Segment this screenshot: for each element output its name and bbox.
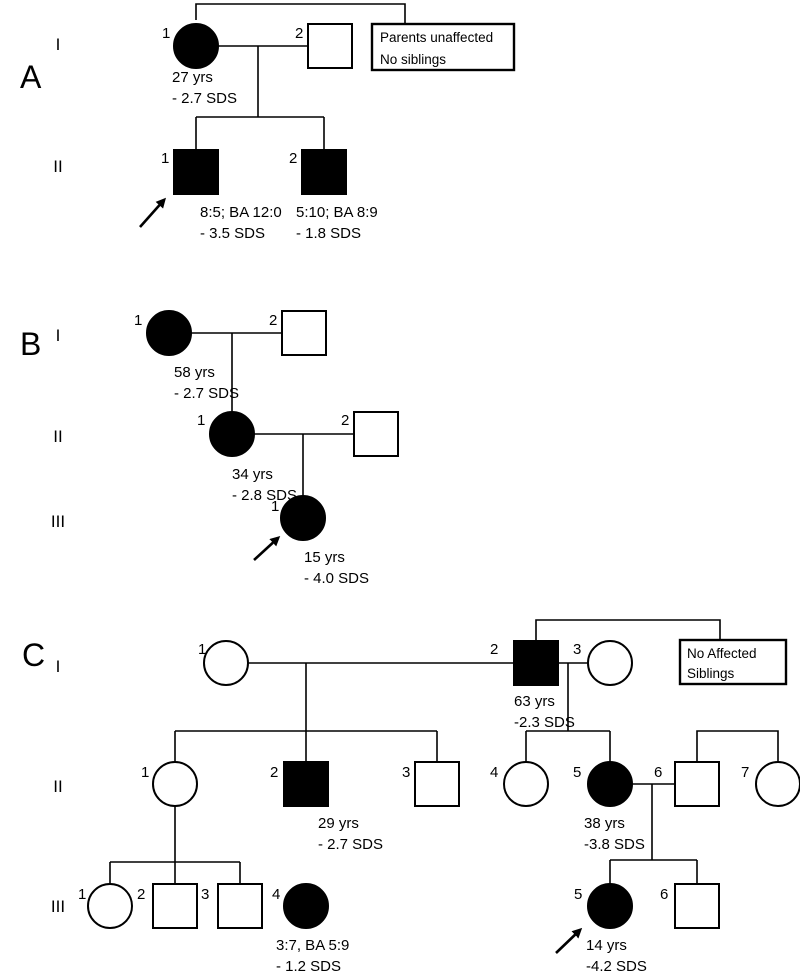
unaffected-female-symbol — [755, 761, 800, 807]
individual-info: -4.2 SDS — [586, 958, 647, 972]
individual-info: - 2.8 SDS — [232, 487, 297, 504]
unaffected-male-symbol — [281, 310, 327, 356]
individual-number: 6 — [660, 886, 668, 903]
individual-number: 5 — [574, 886, 582, 903]
individual-number: 1 — [162, 25, 170, 42]
individual-number: 2 — [269, 312, 277, 329]
unaffected-male-symbol — [152, 883, 198, 929]
individual-number: 1 — [271, 498, 279, 515]
individual-number: 2 — [137, 886, 145, 903]
individual-number: 6 — [654, 764, 662, 781]
individual-info: -2.3 SDS — [514, 714, 575, 731]
affected-male-symbol — [513, 640, 559, 686]
individual-info: 58 yrs — [174, 364, 215, 381]
individual-info: 29 yrs — [318, 815, 359, 832]
individual-info: - 2.7 SDS — [318, 836, 383, 853]
affected-male-symbol — [301, 149, 347, 195]
generation-label: I — [56, 326, 61, 345]
unaffected-female-symbol — [587, 640, 633, 686]
affected-male-symbol — [173, 149, 219, 195]
note-box — [370, 22, 516, 72]
individual-info: -3.8 SDS — [584, 836, 645, 853]
individual-number: 2 — [295, 25, 303, 42]
individual-info: 15 yrs — [304, 549, 345, 566]
individual-info: - 1.2 SDS — [276, 958, 341, 972]
individual-number: 4 — [272, 886, 280, 903]
individual-info: 63 yrs — [514, 693, 555, 710]
affected-female-symbol — [146, 310, 192, 356]
affected-male-symbol — [283, 761, 329, 807]
unaffected-male-symbol — [307, 23, 353, 69]
individual-number: 7 — [741, 764, 749, 781]
individual-number: 1 — [134, 312, 142, 329]
individual-info: 38 yrs — [584, 815, 625, 832]
generation-label: II — [53, 157, 62, 176]
unaffected-male-symbol — [674, 761, 720, 807]
panel-label-b: B — [20, 326, 41, 362]
individual-number: 1 — [141, 764, 149, 781]
affected-female-symbol — [283, 883, 329, 929]
note-text: No Affected — [687, 646, 757, 661]
individual-number: 2 — [341, 412, 349, 429]
individual-number: 2 — [270, 764, 278, 781]
individual-number: 1 — [161, 150, 169, 167]
individual-info: - 2.7 SDS — [172, 90, 237, 107]
individual-number: 3 — [573, 641, 581, 658]
affected-female-symbol — [587, 761, 633, 807]
affected-female-symbol — [280, 495, 326, 541]
individual-info: - 3.5 SDS — [200, 225, 265, 242]
generation-label: I — [56, 35, 61, 54]
unaffected-female-symbol — [152, 761, 198, 807]
unaffected-female-symbol — [503, 761, 549, 807]
generation-label: III — [51, 512, 65, 531]
unaffected-male-symbol — [414, 761, 460, 807]
note-text: No siblings — [380, 52, 446, 67]
generation-label: II — [53, 427, 62, 446]
affected-female-symbol — [587, 883, 633, 929]
individual-number: 1 — [197, 412, 205, 429]
individual-info: 34 yrs — [232, 466, 273, 483]
proband-arrow-icon — [555, 927, 583, 954]
panel-label-c: C — [22, 637, 45, 673]
a-sibling-note-line — [195, 3, 406, 24]
note-text: Siblings — [687, 666, 735, 681]
unaffected-male-symbol — [217, 883, 263, 929]
note-box — [678, 638, 788, 686]
affected-female-symbol — [173, 23, 219, 69]
individual-number: 4 — [490, 764, 498, 781]
unaffected-female-symbol — [203, 640, 249, 686]
unaffected-male-symbol — [674, 883, 720, 929]
c-sibling-note-line — [535, 619, 721, 640]
individual-number: 2 — [289, 150, 297, 167]
proband-arrow-icon — [139, 197, 166, 228]
individual-info: 5:10; BA 8:9 — [296, 204, 378, 221]
generation-label: II — [53, 777, 62, 796]
panel-label-a: A — [20, 59, 42, 95]
unaffected-female-symbol — [87, 883, 133, 929]
c-sibship-line — [696, 730, 779, 762]
individual-info: - 1.8 SDS — [296, 225, 361, 242]
note-text: Parents unaffected — [380, 30, 493, 45]
individual-number: 5 — [573, 764, 581, 781]
generation-label: I — [56, 657, 61, 676]
connector-lines — [109, 3, 779, 884]
individual-number: 3 — [201, 886, 209, 903]
individual-info: - 4.0 SDS — [304, 570, 369, 587]
individual-number: 3 — [402, 764, 410, 781]
unaffected-male-symbol — [353, 411, 399, 457]
individual-info: 8:5; BA 12:0 — [200, 204, 282, 221]
individual-number: 1 — [78, 886, 86, 903]
individual-info: 14 yrs — [586, 937, 627, 954]
individual-info: - 2.7 SDS — [174, 385, 239, 402]
individual-number: 1 — [198, 641, 206, 658]
individual-number: 2 — [490, 641, 498, 658]
generation-label: III — [51, 897, 65, 916]
individual-info: 27 yrs — [172, 69, 213, 86]
proband-arrow-icon — [253, 535, 281, 561]
affected-female-symbol — [209, 411, 255, 457]
individual-info: 3:7, BA 5:9 — [276, 937, 349, 954]
